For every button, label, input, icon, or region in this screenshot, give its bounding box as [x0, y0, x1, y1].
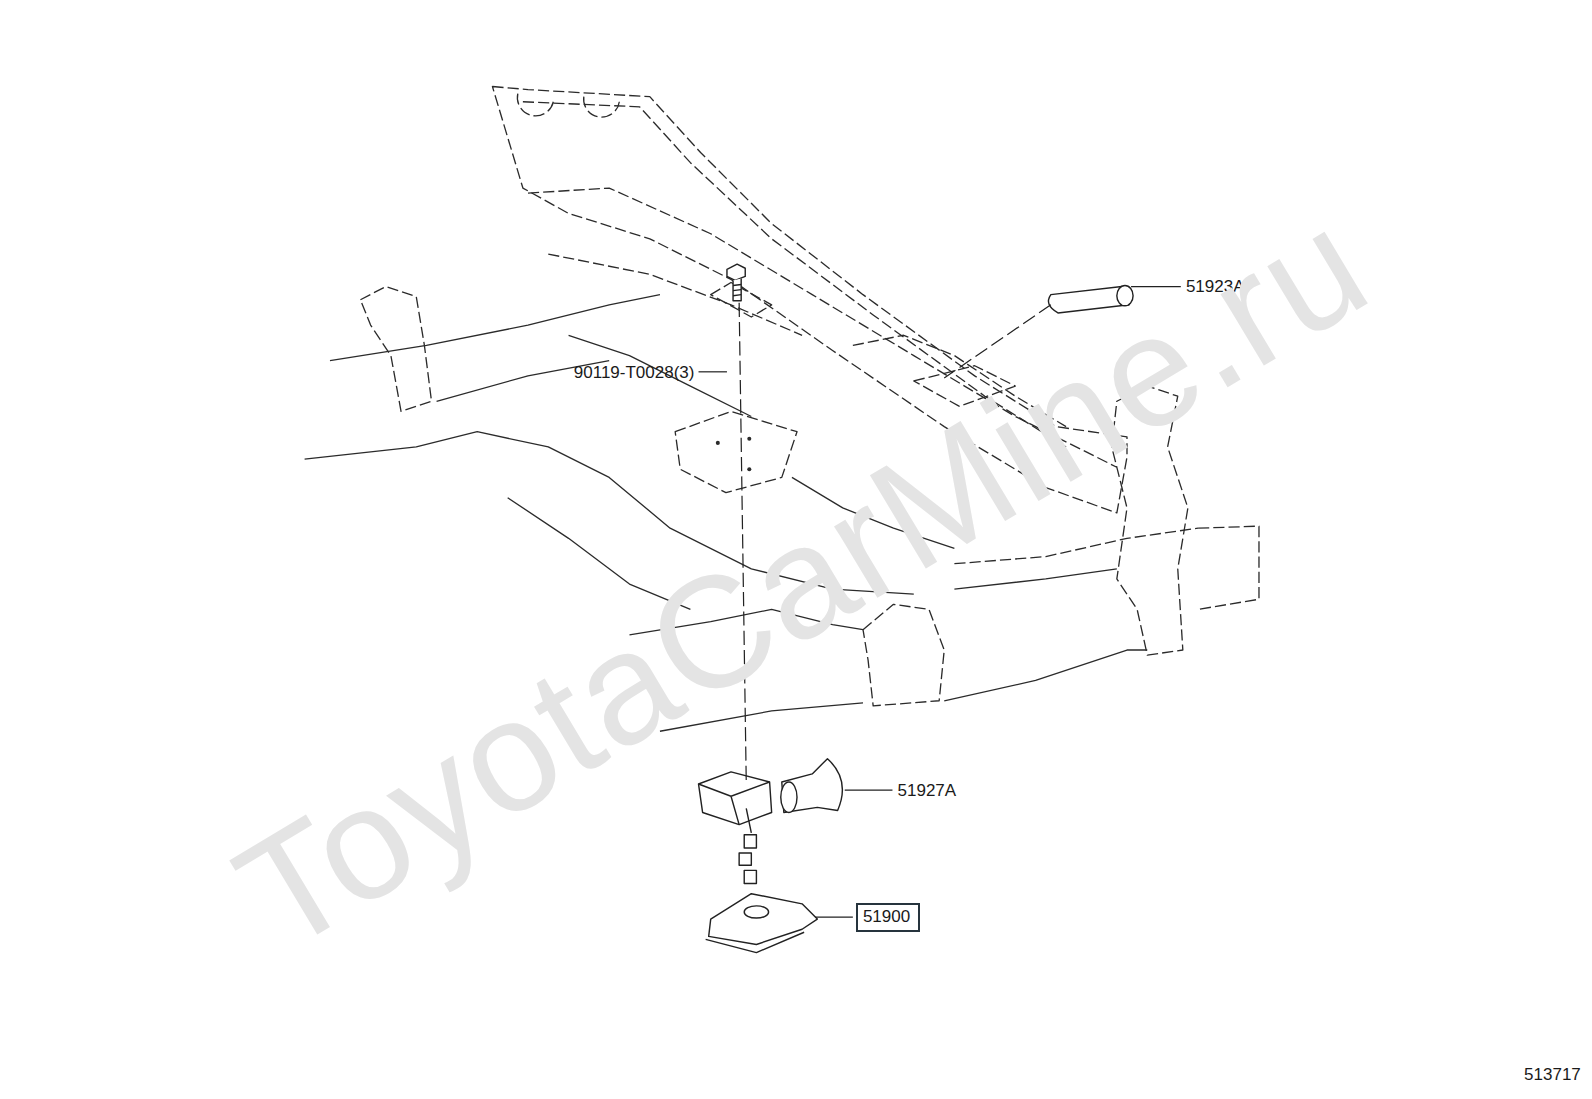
leader-line	[845, 790, 893, 791]
leader-line	[699, 371, 727, 372]
spare-tire-carrier	[699, 772, 818, 953]
plug	[781, 759, 843, 813]
part-number: 90119-T0028(3)	[574, 363, 695, 380]
leader-line	[815, 916, 853, 917]
callout-box: 51900	[856, 903, 920, 932]
watermark: ToyotaCarMine.ru	[213, 182, 1391, 976]
part-number: 51927A	[898, 781, 957, 798]
callout-number: 51900	[863, 908, 913, 925]
diagram-number: 513717	[1524, 1066, 1581, 1083]
bolt	[727, 264, 745, 301]
